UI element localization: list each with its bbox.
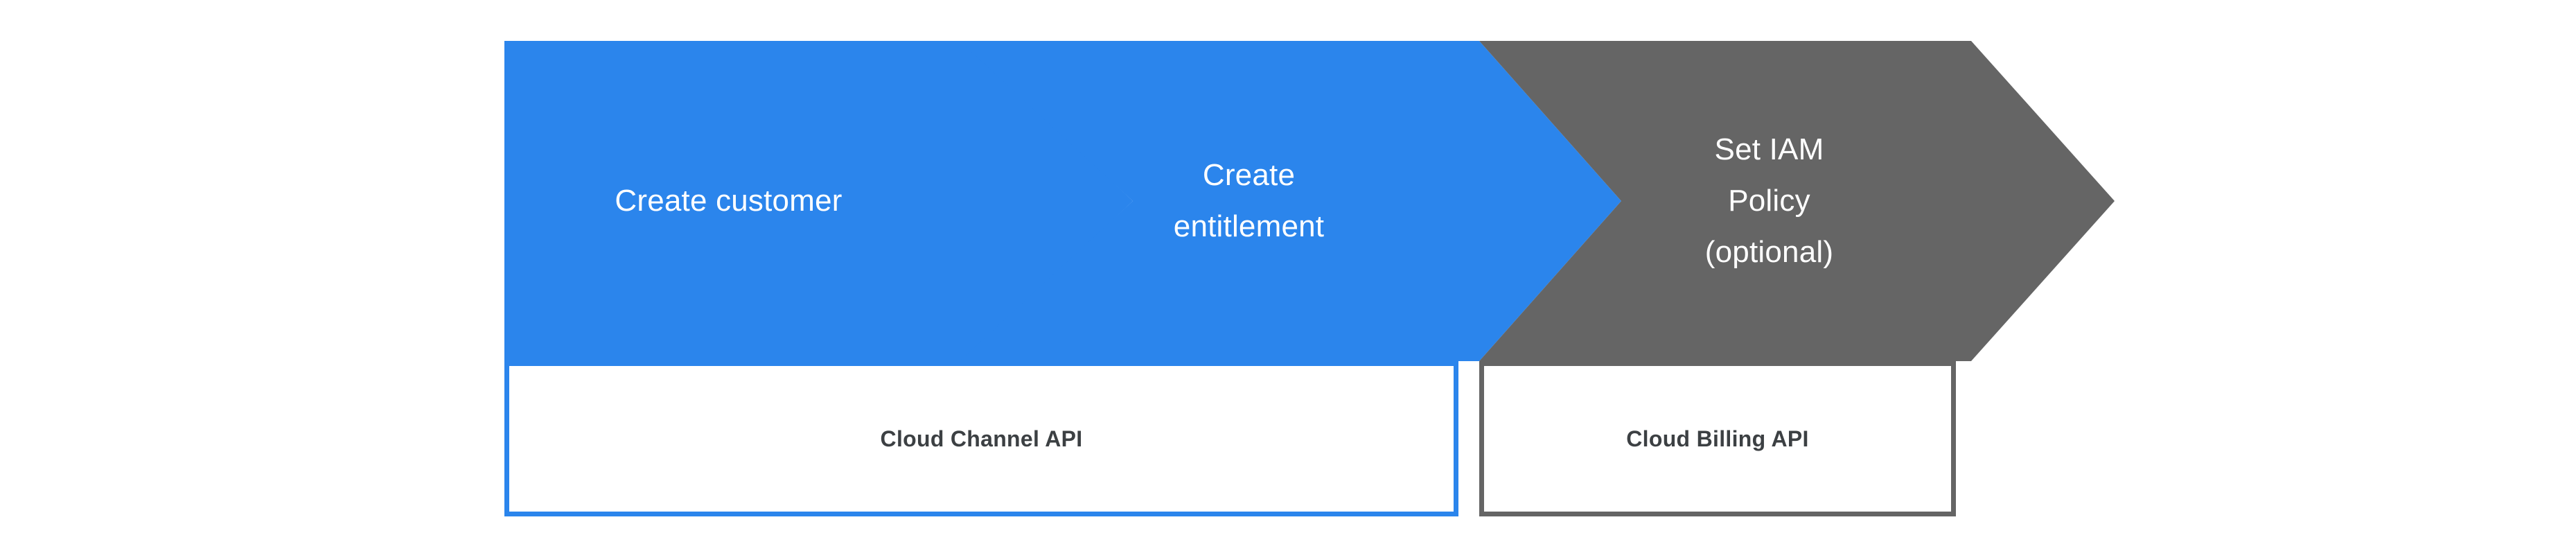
api-group-cloud-billing-api: Cloud Billing API <box>1479 361 1956 516</box>
api-group-label: Cloud Billing API <box>1626 426 1809 451</box>
flow-step-set-iam-policy[interactable]: Set IAM Policy (optional) <box>1479 41 2115 361</box>
flow-step-label: Set IAM Policy (optional) <box>1704 132 1834 269</box>
flow-step-label: Create entitlement <box>1173 158 1325 243</box>
flow-step-label: Create customer <box>615 184 843 218</box>
api-group-label: Cloud Channel API <box>880 426 1083 451</box>
api-group-cloud-channel-api: Cloud Channel API <box>504 361 1458 516</box>
